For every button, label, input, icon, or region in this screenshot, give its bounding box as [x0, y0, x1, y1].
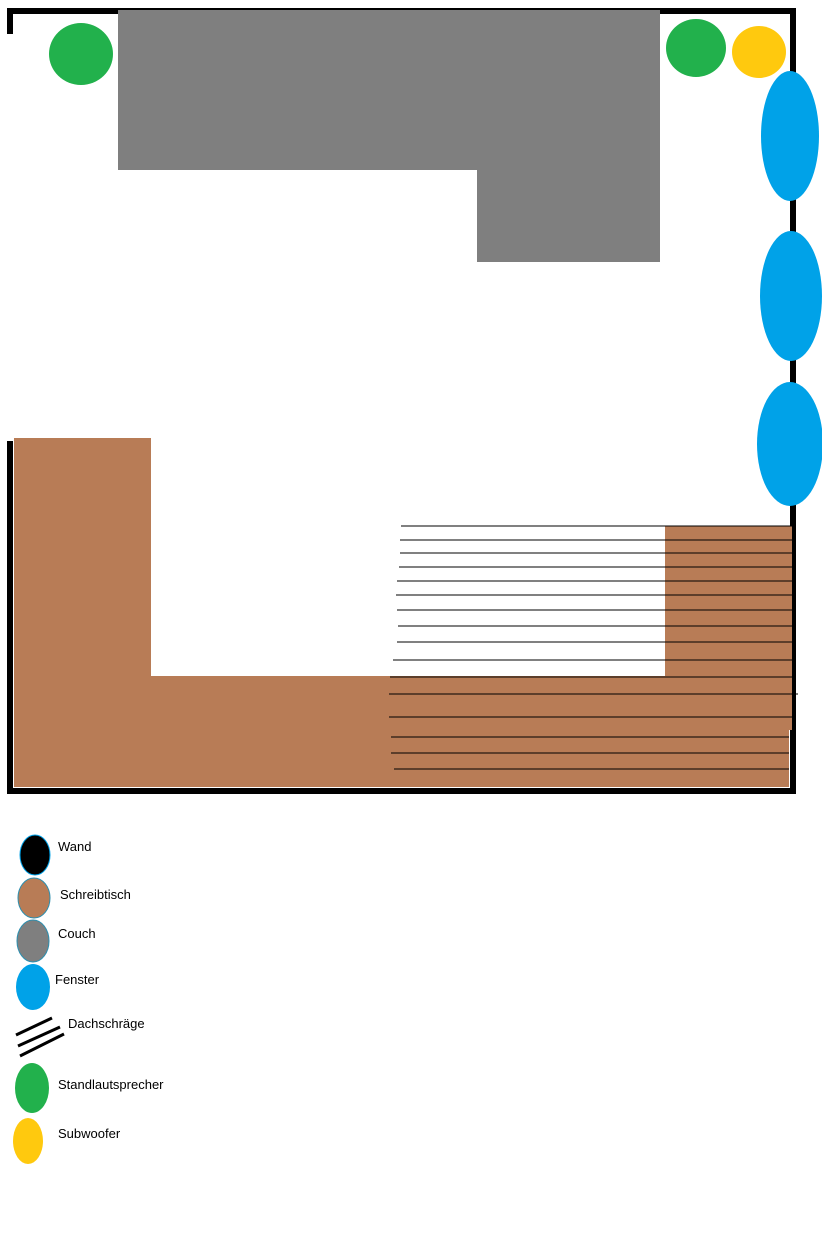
legend-label-subwoofer: Subwoofer [58, 1126, 121, 1141]
legend-label-desk: Schreibtisch [60, 887, 131, 902]
legend-label-slope: Dachschräge [68, 1016, 145, 1031]
speaker-left [49, 23, 113, 85]
desk [14, 438, 792, 787]
subwoofer [732, 26, 786, 78]
couch-swatch-icon [16, 919, 50, 963]
couch [118, 10, 660, 262]
roof-slope-lines [389, 525, 798, 770]
roof-slope-lines-icon [15, 1016, 65, 1058]
window-top [761, 71, 819, 201]
legend-label-wall: Wand [58, 839, 92, 854]
legend-label-couch: Couch [58, 926, 96, 941]
speaker-swatch-icon [15, 1063, 49, 1113]
wall-swatch-icon [19, 834, 51, 876]
window-bottom [757, 382, 822, 506]
speaker-right [666, 19, 726, 77]
window-middle [760, 231, 822, 361]
legend-label-speaker: Standlautsprecher [58, 1077, 164, 1092]
subwoofer-swatch-icon [13, 1118, 43, 1164]
desk-swatch-icon [17, 877, 51, 919]
legend-label-window: Fenster [55, 972, 100, 987]
window-swatch-icon [16, 964, 50, 1010]
